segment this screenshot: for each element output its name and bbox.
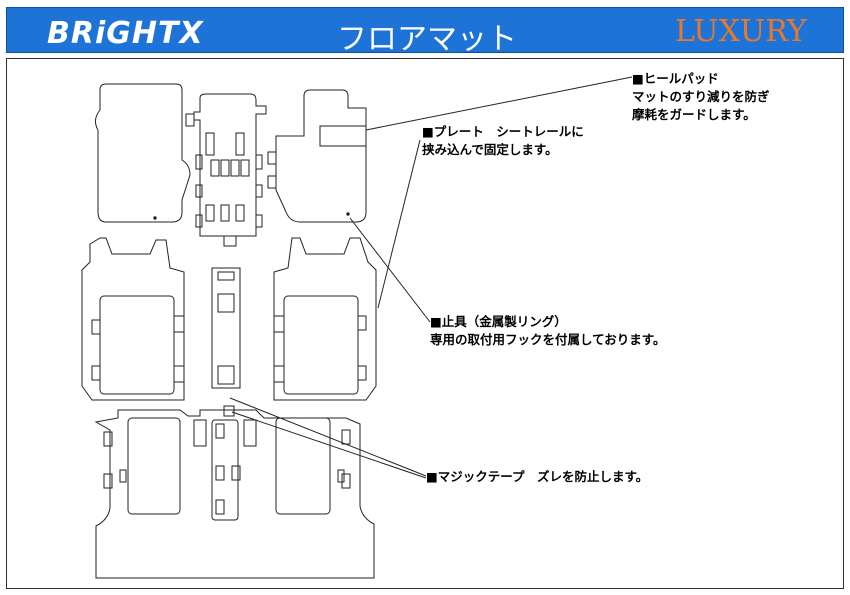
heel-pad bbox=[319, 125, 367, 147]
plate-line1: 挟み込んで固定します。 bbox=[422, 142, 558, 157]
heel-pad-title: ■ヒールパッド bbox=[632, 71, 719, 86]
diagram-panel bbox=[6, 58, 844, 589]
heel-pad-line1: マットのすり減りを防ぎ bbox=[632, 89, 770, 104]
retainer-note: ■止具（金属製リング） 専用の取付用フックを付属しております。 bbox=[430, 313, 666, 349]
retainer-title: ■止具（金属製リング） bbox=[430, 314, 567, 329]
velcro-leader-2 bbox=[231, 411, 427, 479]
plate-title: ■プレート シートレールに bbox=[422, 124, 584, 139]
velcro-leader-1 bbox=[229, 397, 427, 477]
brand-logo: BRiGHTX bbox=[47, 16, 204, 51]
second-row-left-mat bbox=[81, 237, 185, 401]
heel-pad-note: ■ヒールパッド マットのすり減りを防ぎ 摩耗をガードします。 bbox=[632, 70, 770, 124]
third-row-mat bbox=[94, 409, 375, 579]
plate-leader bbox=[377, 139, 421, 309]
heel-pad-line2: 摩耗をガードします。 bbox=[632, 107, 756, 122]
second-row-right-mat bbox=[273, 237, 377, 401]
center-front-mat bbox=[193, 93, 267, 237]
heel-pad-leader bbox=[365, 76, 633, 131]
velcro-tab bbox=[185, 113, 195, 127]
grade-label: LUXURY bbox=[675, 14, 807, 49]
retainer-leader bbox=[349, 217, 431, 323]
plate-note: ■プレート シートレールに 挟み込んで固定します。 bbox=[422, 123, 584, 159]
center-aisle-mat bbox=[211, 267, 241, 389]
header-bar: BRiGHTX フロアマット LUXURY bbox=[6, 7, 844, 57]
velcro-title: ■マジックテープ ズレを防止します。 bbox=[426, 469, 649, 484]
passenger-mat bbox=[275, 89, 367, 223]
retainer-line1: 専用の取付用フックを付属しております。 bbox=[430, 332, 666, 347]
velcro-note: ■マジックテープ ズレを防止します。 bbox=[426, 468, 648, 486]
driver-mat bbox=[94, 83, 191, 223]
page-title: フロアマット bbox=[337, 22, 517, 57]
